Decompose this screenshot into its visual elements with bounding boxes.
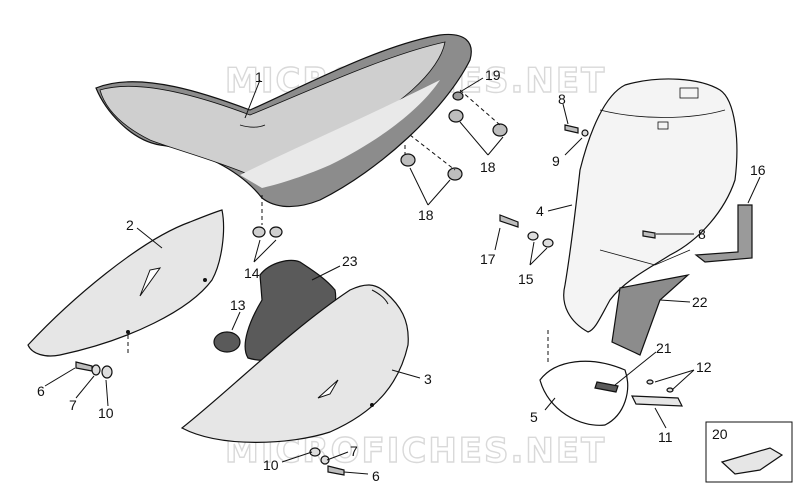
- callout-labels: 1 19 18 18 2 14 13 23 3 6 7 10 10 7 6 8 …: [37, 67, 766, 484]
- callout-20: 20: [712, 426, 728, 442]
- callout-10-left: 10: [98, 405, 114, 421]
- callout-15: 15: [518, 271, 534, 287]
- cap-part: [213, 331, 241, 353]
- callout-19: 19: [485, 67, 501, 83]
- fender-mount-hardware: [499, 214, 554, 248]
- callout-2: 2: [126, 217, 134, 233]
- callout-7-right: 7: [350, 443, 358, 459]
- grommets-part: [252, 195, 283, 238]
- bracket-part: [694, 204, 753, 263]
- callout-9: 9: [552, 153, 560, 169]
- callout-21: 21: [656, 340, 672, 356]
- callout-13: 13: [230, 297, 246, 313]
- fender-bolts: [564, 124, 656, 239]
- callout-6-left: 6: [37, 383, 45, 399]
- lower-hardware: [594, 379, 683, 407]
- callout-12: 12: [696, 359, 712, 375]
- callout-4: 4: [536, 203, 544, 219]
- lower-guard-part: [539, 330, 629, 426]
- callout-7-left: 7: [69, 397, 77, 413]
- clip-inset: [705, 421, 793, 483]
- rear-fender: [563, 78, 738, 333]
- callout-1: 1: [255, 69, 263, 85]
- leader-lines: [44, 77, 761, 475]
- callout-17: 17: [480, 251, 496, 267]
- left-hardware: [75, 361, 113, 379]
- callout-3: 3: [424, 371, 432, 387]
- callout-18-top: 18: [480, 159, 496, 175]
- callout-8-right: 8: [698, 226, 706, 242]
- seat-buffers: [400, 89, 508, 181]
- callout-5: 5: [530, 409, 538, 425]
- callout-18-bottom: 18: [418, 207, 434, 223]
- right-hardware: [309, 447, 345, 476]
- mudflap-part: [611, 274, 691, 356]
- seat-part: [95, 33, 472, 208]
- callout-10-right: 10: [263, 457, 279, 473]
- callout-23: 23: [342, 253, 358, 269]
- callout-11: 11: [658, 429, 673, 445]
- callout-16: 16: [750, 162, 766, 178]
- callout-8-top: 8: [558, 91, 566, 107]
- callout-14: 14: [244, 265, 260, 281]
- callout-22: 22: [692, 294, 708, 310]
- callout-6-right: 6: [372, 468, 380, 484]
- right-side-panel: [180, 284, 409, 443]
- left-side-panel: [27, 209, 225, 357]
